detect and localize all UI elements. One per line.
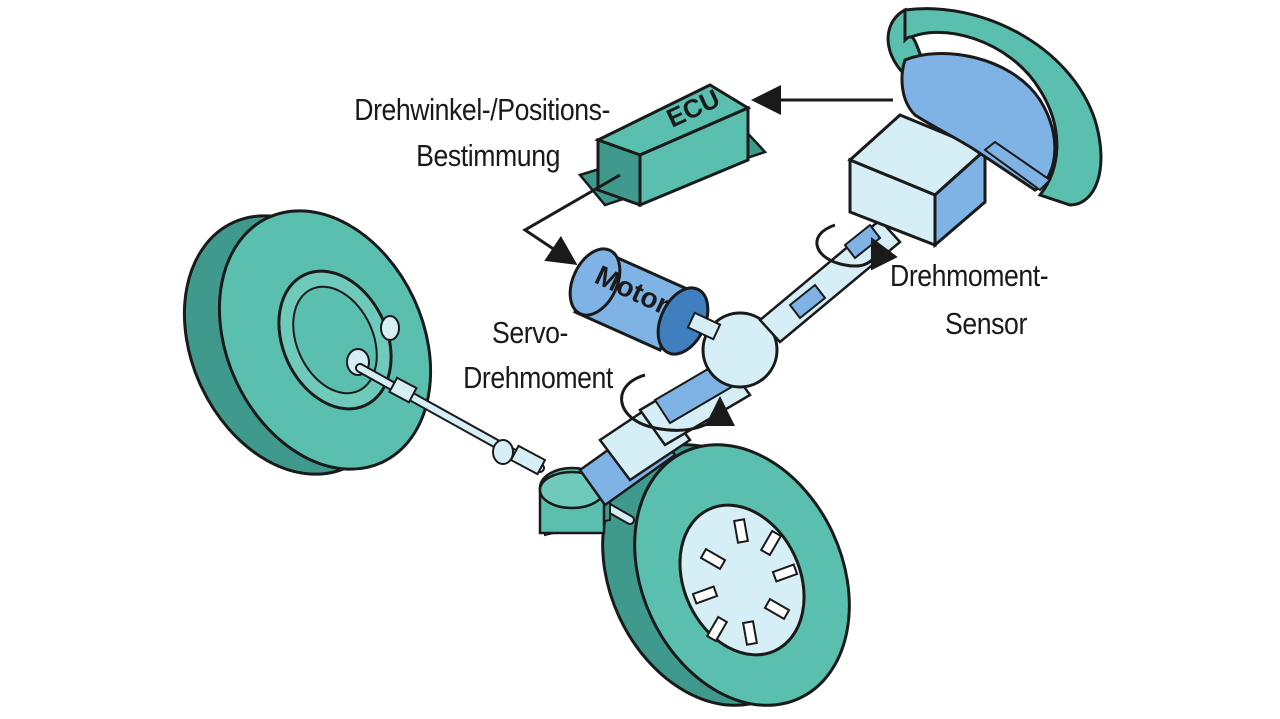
ecu-unit: ECU — [577, 83, 768, 208]
signal-arrows — [522, 85, 893, 265]
servo-label-line2: Drehmoment — [463, 360, 613, 395]
torque-sensor-box — [847, 113, 988, 249]
gear-ball-joint — [701, 311, 779, 389]
servo-rotation-arrow — [620, 373, 735, 432]
right-wheel — [601, 443, 851, 707]
steering-wheel — [886, 7, 1103, 207]
torque-sensor-label-line1: Drehmoment- — [890, 258, 1049, 293]
torque-rotation-arrow — [815, 223, 898, 271]
position-label-line1: Drehwinkel-/Positions- — [354, 92, 610, 127]
left-wheel — [182, 209, 433, 476]
arrow-ecu-to-motor — [522, 173, 621, 265]
rotation-arrows — [620, 223, 898, 432]
torque-sensor-label-line2: Sensor — [945, 306, 1027, 341]
position-label-line2: Bestimmung — [416, 138, 560, 173]
servo-label-line1: Servo- — [492, 315, 568, 350]
left-tie-rod — [355, 363, 547, 476]
